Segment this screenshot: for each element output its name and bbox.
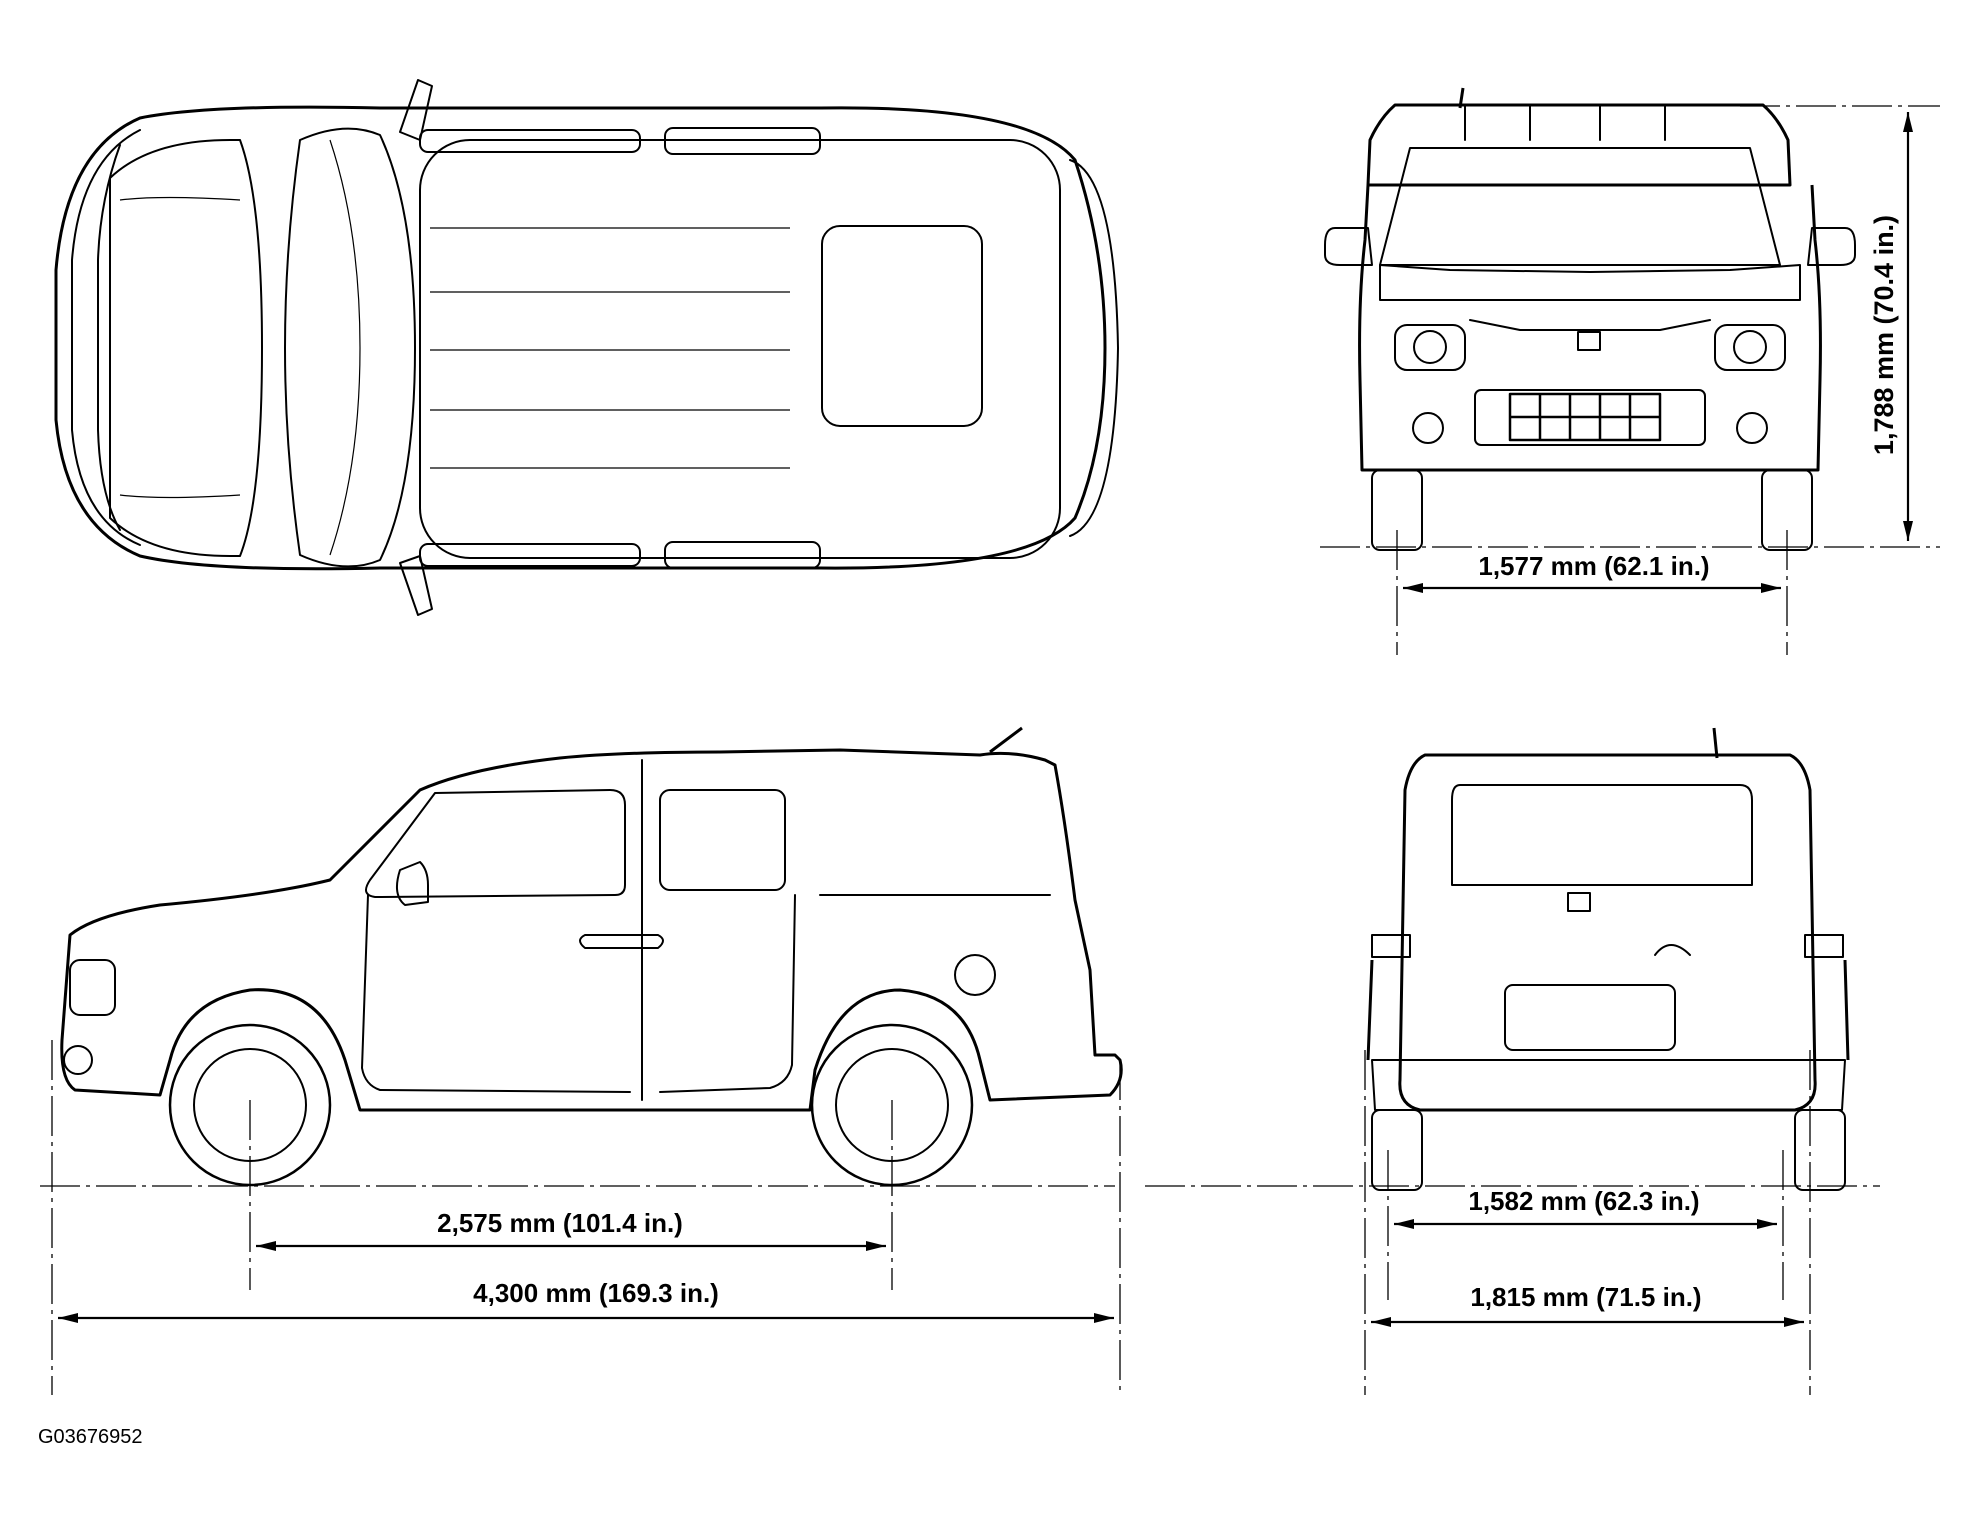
figure-id: G03676952 [38, 1426, 143, 1448]
top-view-right-mirror [399, 555, 433, 616]
rear-view-license-plate [1504, 984, 1676, 1051]
side-view-antenna [989, 726, 1023, 754]
front-tread-label: 1,577 mm (62.1 in.) [1478, 551, 1709, 581]
rear-view-bumper [1371, 1059, 1846, 1111]
top-view-rail-right-1 [419, 543, 641, 567]
side-view-body-outline [60, 748, 1123, 1112]
top-view-rail-left-2 [664, 127, 821, 155]
side-view-door-handle [579, 934, 664, 949]
front-view-hood [1379, 264, 1801, 301]
top-view-rail-right-2 [664, 541, 821, 569]
front-view-windshield [1379, 147, 1781, 266]
front-view-roof [1366, 103, 1792, 187]
rear-view-emblem [1567, 892, 1591, 912]
side-view-fuel-door [954, 954, 996, 996]
front-view-left-foglight [1412, 412, 1444, 444]
front-view-grille [1469, 319, 1711, 331]
side-view-rear-window [659, 789, 786, 891]
rear-tread-label: 1,582 mm (62.3 in.) [1468, 1186, 1699, 1216]
side-view [60, 726, 1123, 1187]
top-view [54, 79, 1119, 616]
dimension-labels: 1,788 mm (70.4 in.) 1,577 mm (62.1 in.) … [38, 215, 1899, 1448]
overall-width-label: 1,815 mm (71.5 in.) [1470, 1282, 1701, 1312]
side-view-front-window [365, 789, 626, 898]
top-view-rail-left-1 [419, 129, 641, 153]
front-view-left-mirror [1324, 227, 1373, 266]
front-view-lower-grille [1474, 389, 1706, 446]
top-view-skylight [821, 225, 983, 427]
top-view-roof [419, 139, 1061, 559]
rear-view-left-tire [1371, 1109, 1423, 1191]
top-view-rear-bumper [1069, 159, 1119, 537]
top-view-roof-ribs [430, 227, 790, 469]
front-view-right-headlight [1714, 324, 1786, 371]
front-view-right-foglight [1736, 412, 1768, 444]
front-view-emblem [1577, 331, 1601, 351]
top-view-body-outline [54, 105, 1107, 571]
top-view-windshield [284, 127, 416, 568]
front-view-body [1358, 184, 1822, 472]
rear-view-rear-window [1451, 784, 1753, 886]
dimension-lines [40, 105, 1940, 1395]
front-view [1324, 87, 1856, 551]
front-view-right-mirror [1807, 227, 1856, 266]
side-view-mirror [395, 861, 429, 906]
front-view-left-headlight [1394, 324, 1466, 371]
rear-view-right-tire [1794, 1109, 1846, 1191]
wheelbase-label: 2,575 mm (101.4 in.) [437, 1208, 683, 1238]
rear-view-right-taillight [1804, 934, 1844, 958]
top-view-left-mirror [399, 79, 433, 141]
rear-view-handle [1654, 944, 1691, 956]
side-view-foglight [63, 1045, 93, 1075]
rear-view [1366, 727, 1850, 1191]
side-view-headlight [69, 959, 116, 1016]
rear-view-antenna [1712, 727, 1719, 759]
top-view-hood [109, 139, 263, 557]
height-label: 1,788 mm (70.4 in.) [1869, 215, 1899, 455]
rear-view-left-taillight [1371, 934, 1411, 958]
overall-length-label: 4,300 mm (169.3 in.) [473, 1278, 719, 1308]
front-view-antenna [1458, 87, 1465, 109]
